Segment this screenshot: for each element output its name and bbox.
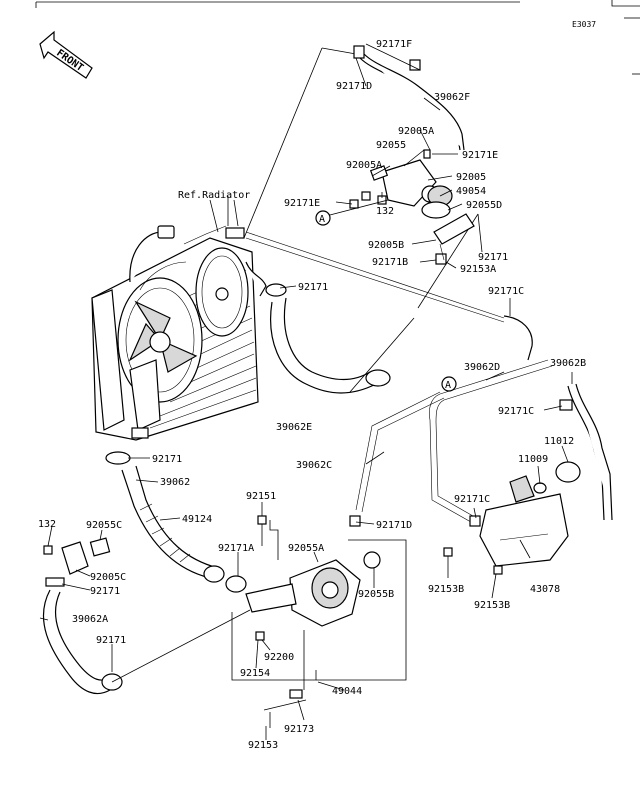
bypass-hose (245, 231, 533, 361)
label-92171-low: 92171 (152, 454, 182, 465)
svg-text:A: A (445, 380, 451, 391)
left-hoses (42, 451, 251, 695)
figure-code: E3037 (572, 20, 596, 29)
label-11009: 11009 (518, 454, 548, 465)
callout-a-lower: A (441, 376, 457, 392)
label-92005A-2: 92005A (346, 160, 382, 171)
label-132-left: 132 (38, 519, 56, 530)
label-92173: 92173 (284, 724, 314, 735)
label-92055D: 92055D (466, 200, 502, 211)
label-49044: 49044 (332, 686, 362, 697)
hose-39062c (349, 391, 445, 527)
svg-text:A: A (319, 214, 325, 225)
label-92055C: 92055C (86, 520, 122, 531)
label-92153B-left: 92153B (428, 584, 464, 595)
reserve-tank-assembly (429, 359, 613, 575)
label-92171D-top: 92171D (336, 81, 372, 92)
label-92171-left: 92171 (90, 586, 120, 597)
label-92171E-left: 92171E (284, 198, 320, 209)
label-92154: 92154 (240, 668, 270, 679)
label-92171B: 92171B (372, 257, 408, 268)
label-92153B-right: 92153B (474, 600, 510, 611)
label-92171C-mid: 92171C (498, 406, 534, 417)
radiator-assembly (91, 196, 267, 441)
label-92171E-right: 92171E (462, 150, 498, 161)
label-11012: 11012 (544, 436, 574, 447)
label-92171-mid: 92171 (478, 252, 508, 263)
front-arrow-icon: FRONT (39, 30, 93, 79)
label-39062D: 39062D (464, 362, 500, 373)
label-43078: 43078 (530, 584, 560, 595)
label-92151: 92151 (246, 491, 276, 502)
hose-39062e (265, 283, 415, 394)
label-92005: 92005 (456, 172, 486, 183)
label-92171C-low: 92171C (454, 494, 490, 505)
label-39062C: 39062C (296, 460, 332, 471)
label-92055: 92055 (376, 140, 406, 151)
label-92055A: 92055A (288, 543, 324, 554)
label-39062A: 39062A (72, 614, 108, 625)
ref-radiator-label: Ref.Radiator (178, 190, 250, 201)
label-92171-bottom-left: 92171 (96, 635, 126, 646)
label-92005B: 92005B (368, 240, 404, 251)
label-39062: 39062 (160, 477, 190, 488)
label-92153A: 92153A (460, 264, 496, 275)
label-92005C: 92005C (90, 572, 126, 583)
part-number-labels: 92171F 92171D 39062F 92005A 92055 92171E… (38, 39, 586, 751)
label-92005A-1: 92005A (398, 126, 434, 137)
label-92153: 92153 (248, 740, 278, 751)
leader-lines (39, 43, 573, 740)
callout-a-upper: A (315, 210, 331, 226)
label-39062F: 39062F (434, 92, 470, 103)
label-132-top: 132 (376, 206, 394, 217)
page-frame (35, 0, 640, 75)
label-92055B: 92055B (358, 589, 394, 600)
label-92171C-top: 92171C (488, 286, 524, 297)
label-39062B: 39062B (550, 358, 586, 369)
thermostat-assembly (243, 45, 479, 309)
water-pump-assembly (225, 515, 407, 728)
label-92171D-low: 92171D (376, 520, 412, 531)
label-92171F: 92171F (376, 39, 412, 50)
label-92171A: 92171A (218, 543, 254, 554)
label-49124: 49124 (182, 514, 212, 525)
label-39062E: 39062E (276, 422, 312, 433)
label-92200: 92200 (264, 652, 294, 663)
label-49054: 49054 (456, 186, 486, 197)
label-92171-hose: 92171 (298, 282, 328, 293)
